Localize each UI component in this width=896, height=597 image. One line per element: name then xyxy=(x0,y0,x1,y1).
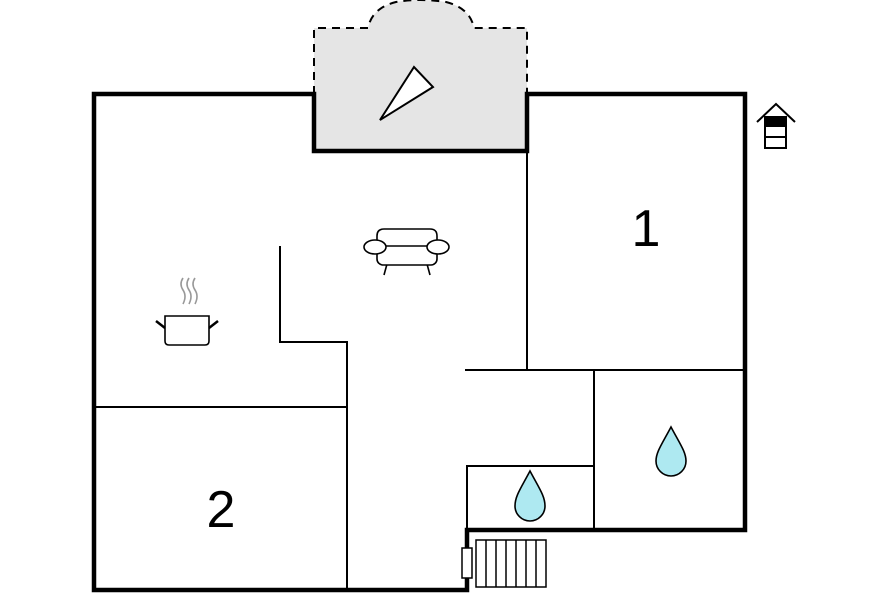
water-drop-icon xyxy=(514,469,546,522)
stairs-icon xyxy=(461,539,547,588)
water-drop-icon xyxy=(655,425,687,477)
compass-icon xyxy=(379,65,435,121)
room-label-1: 1 xyxy=(632,200,661,258)
room-label-2: 2 xyxy=(207,481,236,539)
house-entrance-icon xyxy=(756,102,796,149)
outer-wall xyxy=(91,91,748,593)
sofa-icon xyxy=(363,228,450,276)
cooking-pot-icon xyxy=(155,277,219,346)
interior-walls xyxy=(94,151,745,590)
